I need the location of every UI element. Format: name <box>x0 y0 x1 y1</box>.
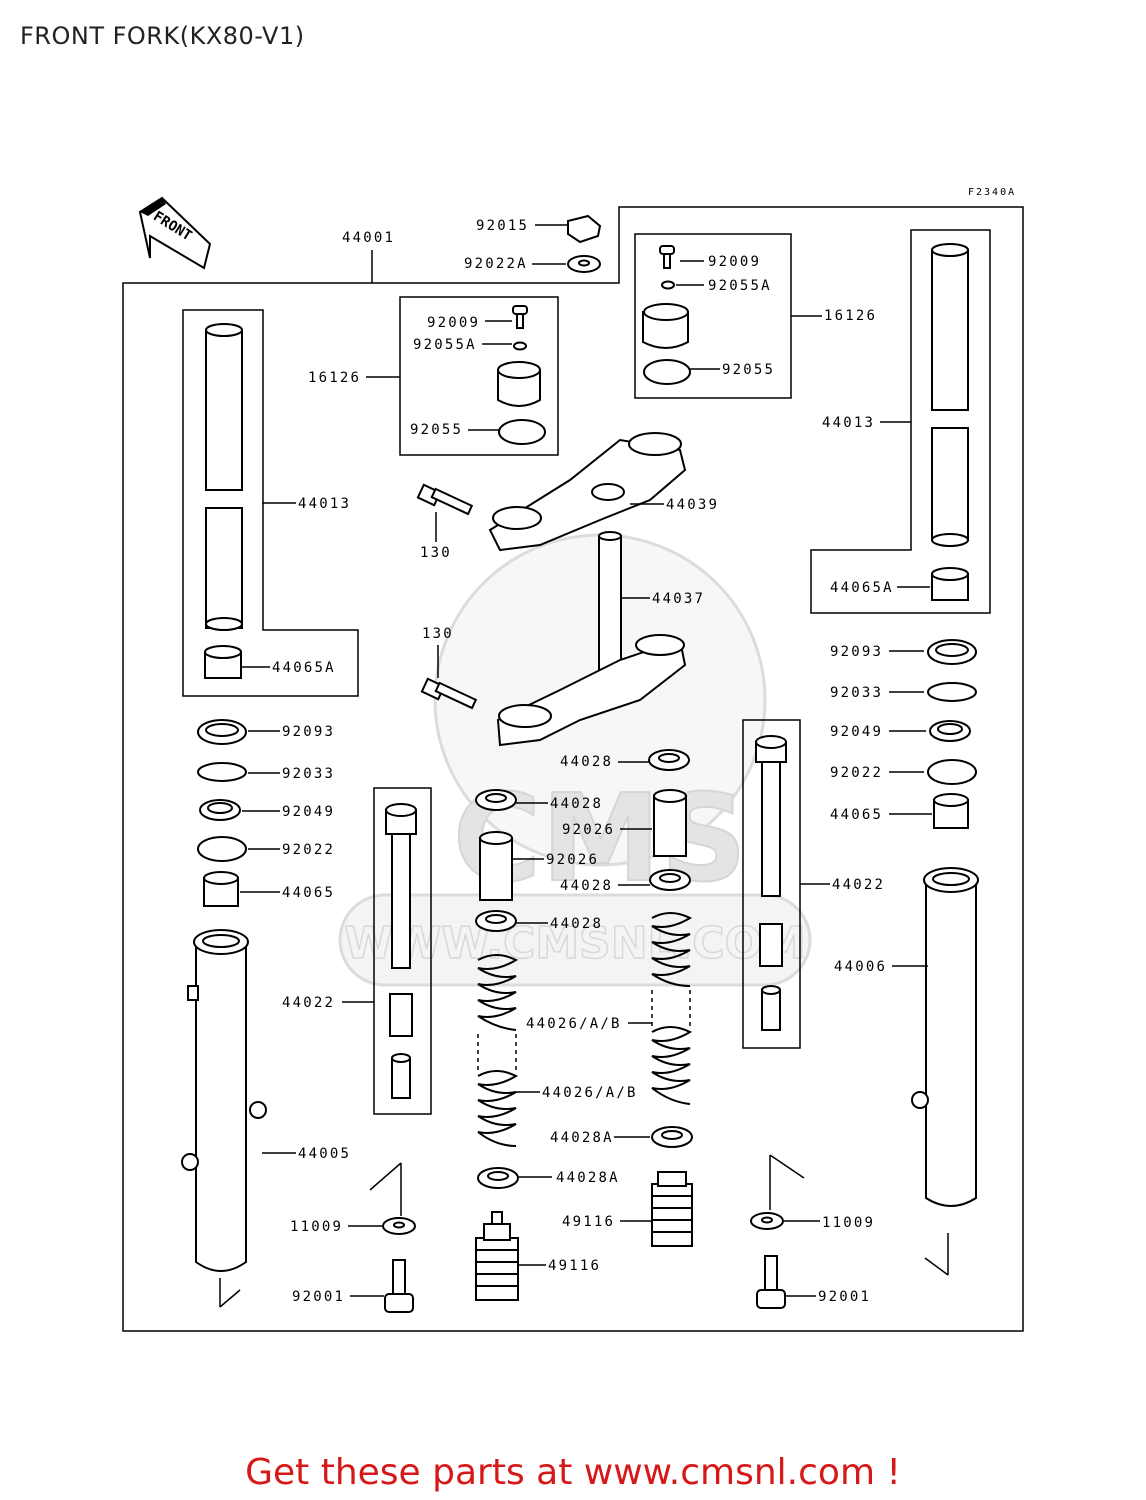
washer-92022A <box>567 255 601 273</box>
label-44013-right: 44013 <box>822 415 875 431</box>
label-16126-left: 16126 <box>308 370 361 386</box>
label-92009-left: 92009 <box>427 315 480 331</box>
main-frame <box>122 206 1024 1332</box>
label-92049-left: 92049 <box>282 804 335 820</box>
label-92055-left: 92055 <box>410 422 463 438</box>
label-92026-b: 92026 <box>546 852 599 868</box>
label-44065A-left: 44065A <box>272 660 336 676</box>
label-92033-right: 92033 <box>830 685 883 701</box>
washer-11009-right <box>750 1212 784 1230</box>
label-44028-c: 44028 <box>560 878 613 894</box>
bolt-92001-left <box>384 1259 414 1313</box>
label-11009-left: 11009 <box>290 1219 343 1235</box>
stem-44037 <box>496 531 687 747</box>
label-44005: 44005 <box>298 1146 351 1162</box>
label-44037: 44037 <box>652 591 705 607</box>
collar-92026-b <box>479 837 513 901</box>
nut-92015 <box>567 214 602 244</box>
base-valve-49116-left <box>475 1211 519 1301</box>
label-44028A-right: 44028A <box>550 1130 614 1146</box>
label-44028-b: 44028 <box>550 796 603 812</box>
label-92026-a: 92026 <box>562 822 615 838</box>
label-44028A-left: 44028A <box>556 1170 620 1186</box>
label-44026-left-lower: 44026/A/B <box>542 1085 638 1101</box>
label-44022-left: 44022 <box>282 995 335 1011</box>
outer-tube-44006 <box>911 867 979 1207</box>
cylinder-box-left <box>373 787 432 1115</box>
clip-right <box>927 682 977 702</box>
label-92022-left: 92022 <box>282 842 335 858</box>
seat-44028A-left <box>477 1167 519 1189</box>
label-44022-right: 44022 <box>832 877 885 893</box>
seat-44028A-right <box>651 1126 693 1148</box>
bolt-92001-right <box>756 1255 786 1309</box>
label-44001: 44001 <box>342 230 395 246</box>
label-92001-left: 92001 <box>292 1289 345 1305</box>
label-44028-d: 44028 <box>550 916 603 932</box>
outer-tube-44005 <box>181 929 267 1272</box>
label-44065-left: 44065 <box>282 885 335 901</box>
label-92001-right: 92001 <box>818 1289 871 1305</box>
footer-link[interactable]: Get these parts at www.cmsnl.com ! <box>245 1452 901 1493</box>
seat-44028-d <box>475 910 517 932</box>
label-44013-left: 44013 <box>298 496 351 512</box>
label-49116-left: 49116 <box>548 1258 601 1274</box>
label-92093-right: 92093 <box>830 644 883 660</box>
seat-44028-c <box>649 869 691 891</box>
watermark-url: WWW.CMSNL.COM <box>344 918 806 969</box>
cap-box-left <box>399 296 559 456</box>
label-92055A-right: 92055A <box>708 278 772 294</box>
label-44065A-right: 44065A <box>830 580 894 596</box>
label-92093-left: 92093 <box>282 724 335 740</box>
base-valve-49116-right <box>651 1171 693 1247</box>
label-92049-right: 92049 <box>830 724 883 740</box>
label-92009-right: 92009 <box>708 254 761 270</box>
label-130-lower: 130 <box>422 626 454 642</box>
washer-left <box>197 836 247 862</box>
tube-box-right <box>810 229 991 614</box>
bolt-130-upper <box>416 483 474 516</box>
label-92022-right: 92022 <box>830 765 883 781</box>
seat-44028-b <box>475 789 517 811</box>
label-44039: 44039 <box>666 497 719 513</box>
bolt-130-lower <box>420 677 478 710</box>
label-44028-a: 44028 <box>560 754 613 770</box>
label-92055-right: 92055 <box>722 362 775 378</box>
label-92033-left: 92033 <box>282 766 335 782</box>
label-44026-right-upper: 44026/A/B <box>526 1016 622 1032</box>
label-16126-right: 16126 <box>824 308 877 324</box>
label-44065-right: 44065 <box>830 807 883 823</box>
label-44006: 44006 <box>834 959 887 975</box>
label-49116-right: 49116 <box>562 1214 615 1230</box>
spring-44026-left <box>477 954 519 1147</box>
label-92055A-left: 92055A <box>413 337 477 353</box>
tube-box-left <box>182 309 359 697</box>
label-92022A: 92022A <box>464 256 528 272</box>
seat-44028-a <box>648 749 690 771</box>
page-title: FRONT FORK(KX80-V1) <box>20 22 305 50</box>
label-130-upper: 130 <box>420 545 452 561</box>
spring-44026-right <box>651 912 693 1105</box>
diagram-code: F2340A <box>968 187 1016 198</box>
label-92015: 92015 <box>476 218 529 234</box>
upper-clamp-44039 <box>488 432 687 552</box>
washer-11009-left <box>382 1217 416 1235</box>
label-11009-right: 11009 <box>822 1215 875 1231</box>
front-arrow-icon: FRONT <box>138 196 212 270</box>
collar-92026-a <box>653 795 687 857</box>
washer-right <box>927 759 977 785</box>
clip-left <box>197 762 247 782</box>
